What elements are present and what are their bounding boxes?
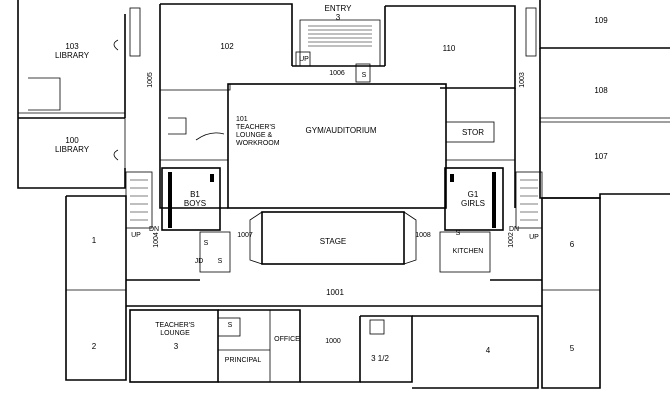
room-101-label: 101 TEACHER'S LOUNGE & WORKROOM [236,116,280,147]
room-109-label: 109 [594,16,608,25]
g1-label: G1 GIRLS [460,190,485,208]
room-103-label: 103 LIBRARY [54,42,90,60]
janitor-label: JD [194,258,204,265]
north-rooms [129,3,537,91]
south-rooms [129,309,539,389]
stor-label: STOR [461,128,485,137]
up-label-west: UP [131,232,141,239]
west-classrooms [65,195,127,381]
room-4-label: 4 [485,346,491,355]
dn-label-east: DN [508,226,520,233]
b1-label: B1 BOYS [183,190,207,208]
room-2-label: 2 [91,342,97,351]
room-5-label: 5 [569,344,575,353]
room-1-label: 1 [91,236,97,245]
stage-area [125,171,543,273]
stair-up-north: UP [299,56,309,63]
room-1000-label: 1000 [325,338,341,345]
corridor-1001-label: 1001 [326,288,344,297]
library-wing-left [17,0,126,189]
room-102-label: 102 [220,42,234,51]
room-100-label: 100 LIBRARY [54,136,90,154]
restrooms [161,167,504,231]
room-108-label: 108 [594,86,608,95]
entry-label: ENTRY 3 [324,4,352,22]
dn-label-west: DN [148,226,160,233]
lounge-3-label: TEACHER'S LOUNGE [155,322,195,337]
principal-label: PRINCIPAL [224,357,262,364]
room-6-label: 6 [569,240,575,249]
restroom-s-1: S [203,240,209,247]
room-107-label: 107 [594,152,608,161]
east-wing [539,0,670,199]
gym-label: GYM/AUDITORIUM [305,126,377,135]
gym-core [159,83,516,209]
restroom-s-4: S [361,72,367,79]
room-1006-label: 1006 [329,70,345,77]
office-label: OFFICE [274,336,300,343]
kitchen-label: KITCHEN [452,248,484,255]
restroom-s-2: S [217,258,223,265]
stage-label: STAGE [319,237,347,246]
room-1003-label: 1003 [519,72,526,88]
room-1008-label: 1008 [415,232,431,239]
room-1005-label: 1005 [147,72,154,88]
corridor-1001 [126,279,542,307]
room-110-label: 110 [442,44,456,53]
up-label-east: UP [529,234,539,241]
room-1007-label: 1007 [237,232,253,239]
east-classrooms [541,197,601,389]
restroom-s-5: S [227,322,233,329]
restroom-s-3: S [455,230,461,237]
room-3-label: 3 [173,342,179,351]
room-3half-label: 3 1/2 [371,354,389,363]
